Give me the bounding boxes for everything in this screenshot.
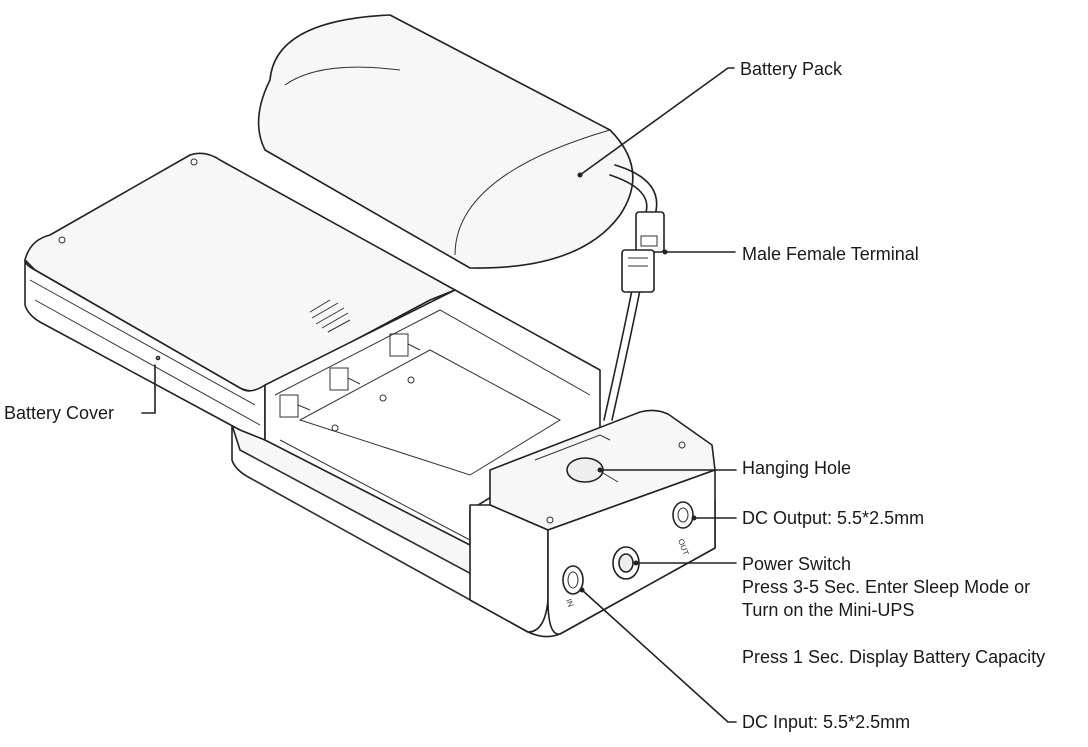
label-hanging-hole: Hanging Hole — [742, 458, 852, 478]
battery-cover — [24, 152, 456, 441]
label-dc-input: DC Input: 5.5*2.5mm — [742, 712, 911, 732]
cable — [603, 164, 658, 421]
label-male-female-terminal: Male Female Terminal — [742, 244, 919, 264]
dc-output-port[interactable] — [672, 501, 694, 529]
label-power-switch-note-2: Turn on the Mini-UPS — [742, 600, 915, 620]
label-dc-output: DC Output: 5.5*2.5mm — [742, 508, 925, 528]
label-power-switch: Power Switch — [742, 554, 852, 574]
hanging-hole — [566, 457, 619, 483]
label-battery-cover: Battery Cover — [4, 403, 115, 423]
port-mark-in: IN — [564, 598, 575, 609]
battery-pack — [257, 14, 634, 269]
male-female-terminal — [621, 211, 665, 293]
label-battery-pack: Battery Pack — [740, 59, 843, 79]
leader-lines — [141, 67, 737, 723]
dc-input-port[interactable] — [562, 565, 584, 595]
label-power-switch-note-1: Press 3-5 Sec. Enter Sleep Mode or — [742, 577, 1031, 597]
label-power-switch-note-3: Press 1 Sec. Display Battery Capacity — [742, 647, 1046, 667]
